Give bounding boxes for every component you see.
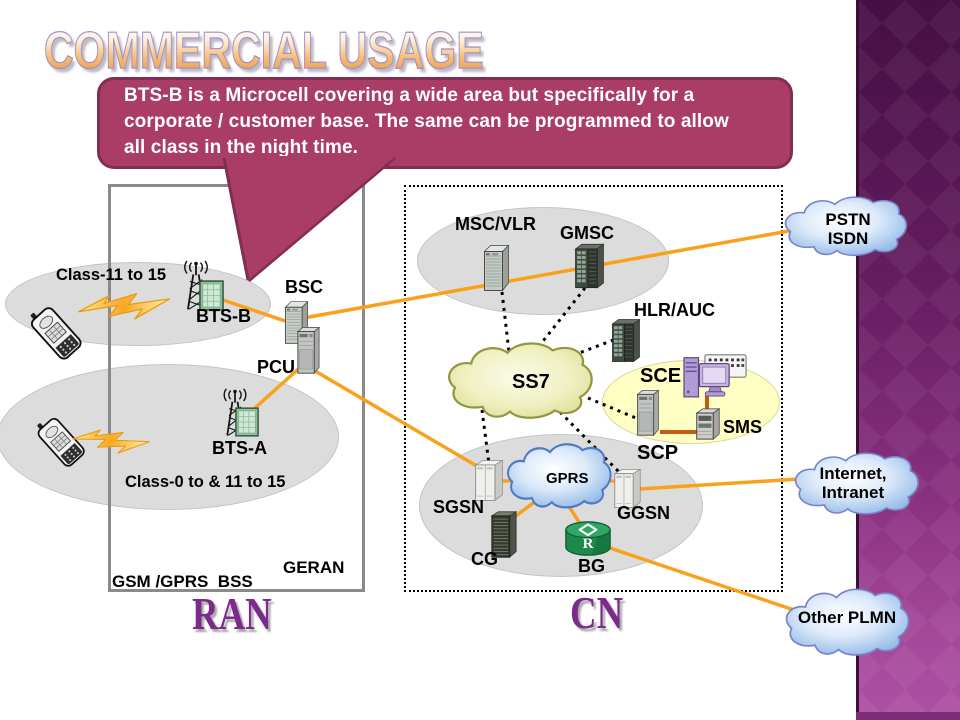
label-geran: GERAN	[283, 558, 345, 577]
label-bsc: BSC	[285, 277, 324, 297]
callout-line-2: corporate / customer base. The same can …	[124, 111, 729, 132]
label-sgsn: SGSN	[433, 497, 485, 517]
label-class0: Class-0 to & 11 to 15	[125, 473, 286, 491]
label-cg: CG	[471, 549, 498, 569]
label-bss: GSM /GPRS BSS	[112, 572, 253, 591]
page-title-shadow: COMMERCIAL USAGE	[47, 29, 487, 81]
label-sce: SCE	[640, 365, 682, 387]
label-hlr: HLR/AUC	[634, 300, 715, 320]
label-pcu: PCU	[257, 357, 296, 377]
label-msc: MSC/VLR	[455, 214, 536, 234]
callout-line-1: BTS-B is a Microcell covering a wide are…	[124, 85, 695, 106]
ran-region-box	[108, 184, 365, 592]
decorative-side-bar-footer	[856, 712, 960, 720]
label-gmsc: GMSC	[560, 223, 614, 243]
label-plmn: Other PLMN	[797, 608, 897, 627]
label-pstn: PSTN ISDN	[825, 210, 871, 248]
label-sms: SMS	[723, 417, 763, 437]
label-btsb: BTS-B	[196, 306, 251, 326]
page-title: COMMERCIAL USAGE COMMERCIAL USAGE	[44, 24, 487, 81]
label-gprs: GPRS	[546, 470, 589, 487]
caption-ran: RAN	[192, 588, 272, 639]
callout-bubble: BTS-B is a Microcell covering a wide are…	[97, 77, 793, 169]
callout-line-3: all class in the night time.	[124, 137, 359, 158]
label-internet: Internet, Intranet	[819, 464, 887, 502]
label-bg: BG	[578, 556, 605, 576]
label-class11: Class-11 to 15	[56, 266, 167, 284]
label-scp: SCP	[637, 442, 679, 464]
label-ss7: SS7	[512, 371, 550, 393]
cn-region-box	[404, 185, 783, 592]
label-ggsn: GGSN	[617, 503, 671, 523]
caption-cn: CN	[570, 587, 624, 638]
label-btsa: BTS-A	[212, 438, 267, 458]
